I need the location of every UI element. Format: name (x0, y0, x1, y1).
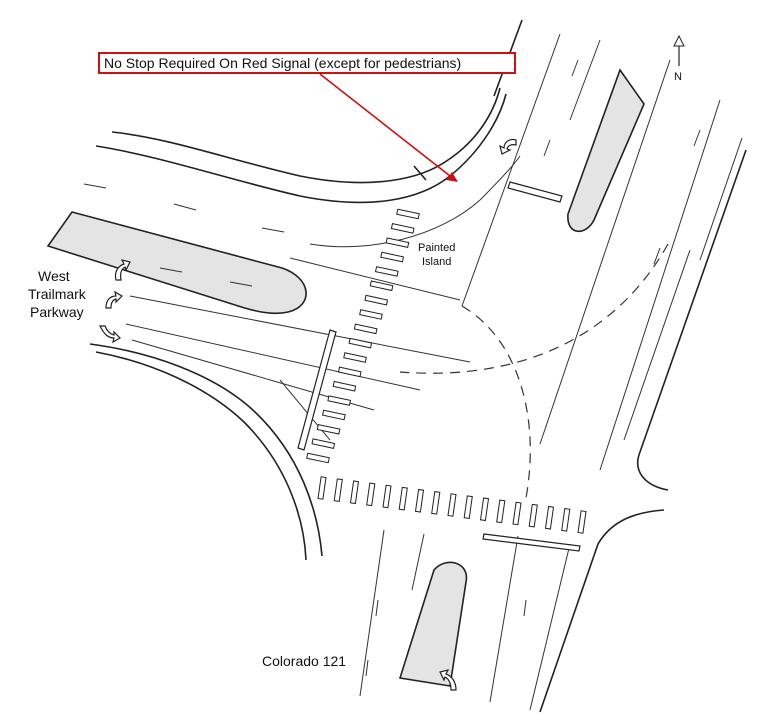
crosswalk-stripe (369, 280, 394, 292)
callout-leader (319, 73, 458, 182)
nw-curb-outer (111, 87, 501, 184)
crosswalk-stripe (380, 251, 404, 263)
slip-lane-curve (309, 155, 521, 248)
crosswalk-stripe (447, 493, 457, 517)
crosswalk-stripe (306, 452, 330, 464)
turn-paths (399, 243, 669, 499)
north-stop-bar (507, 181, 563, 203)
turn-arrow-icon (499, 138, 517, 155)
turn-arrow-icon (439, 669, 457, 691)
crosswalk-stripe (374, 266, 399, 277)
curb-lines (89, 19, 747, 713)
turn-arrow-icon (99, 325, 121, 344)
sw-curb-inner (95, 351, 307, 561)
turn-arrow-icon (114, 259, 131, 281)
crosswalk-stripe (343, 352, 367, 363)
sw-curb-outer (89, 343, 323, 557)
no-stop-callout: No Stop Required On Red Signal (except f… (98, 52, 516, 74)
stop-bars (297, 181, 581, 552)
crosswalk-stripe (390, 223, 415, 234)
crosswalk-stripe (316, 424, 341, 435)
crosswalk-stripe (322, 409, 346, 421)
crosswalk-stripe (311, 438, 336, 449)
crosswalk-stripe (414, 488, 425, 513)
crosswalk-stripe (396, 208, 420, 220)
west-road-label-line3: Parkway (30, 304, 84, 320)
north-arrow-letter: N (674, 71, 682, 83)
crosswalk-stripe (364, 294, 389, 306)
west-stop-bar (297, 329, 337, 451)
turn-path-west-to-south (461, 305, 531, 499)
crosswalk-south (317, 476, 587, 534)
traffic-islands (46, 68, 645, 687)
crosswalk-stripe (332, 380, 357, 392)
painted-island-label-line1: Painted (418, 242, 455, 254)
north-arrow-icon: N (673, 34, 685, 83)
crosswalk-stripe (353, 323, 378, 335)
crosswalk-stripe (496, 499, 506, 524)
crosswalk-stripe (385, 237, 410, 248)
crosswalk-stripe (431, 491, 441, 515)
crosswalk-stripe (479, 497, 490, 522)
crosswalk-west (306, 208, 420, 464)
nw-curb-inner (95, 93, 507, 204)
lane-lines (83, 33, 743, 711)
crosswalk-stripe (349, 480, 360, 505)
crosswalk-stripe (337, 366, 362, 378)
se-curb (539, 509, 665, 713)
west-road-label-line2: Trailmark (28, 286, 87, 302)
east-road-edge (637, 149, 747, 491)
north-island (567, 68, 645, 233)
crosswalk-stripe (359, 309, 383, 320)
west-island (46, 211, 307, 315)
crosswalk-stripe (348, 337, 373, 349)
crosswalk-stripe (577, 510, 587, 534)
painted-island-label-line2: Island (422, 256, 451, 268)
crosswalk-stripe (463, 495, 473, 519)
crosswalk-stripe (366, 482, 376, 507)
crosswalk-stripe (333, 478, 343, 502)
turn-path-north-to-west (399, 243, 669, 374)
crosswalk-stripe (317, 476, 327, 500)
south-stop-bar (482, 533, 581, 552)
crosswalk-stripe (544, 505, 555, 530)
south-road-label: Colorado 121 (262, 653, 346, 669)
crosswalk-stripe (398, 486, 408, 511)
crosswalk-stripe (528, 503, 538, 528)
turn-arrows (99, 138, 517, 691)
leader-arrowhead-icon (446, 172, 458, 182)
crosswalk-stripe (561, 508, 571, 532)
turn-arrow-icon (105, 290, 123, 309)
nw-curb-notch (413, 165, 427, 181)
crosswalk-stripe (327, 395, 352, 406)
crosswalk-stripe (382, 484, 392, 509)
west-road-label-line1: West (38, 268, 70, 284)
south-island (398, 561, 468, 687)
crosswalk-stripe (512, 501, 522, 526)
